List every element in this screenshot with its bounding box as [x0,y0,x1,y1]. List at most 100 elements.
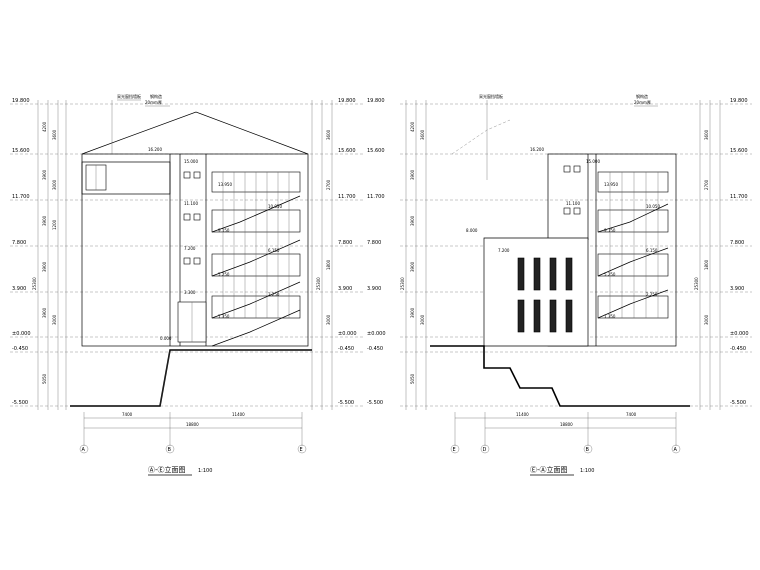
floor-mark: 11.100 [184,201,198,206]
level-label: 3.900 [367,286,381,292]
stair-mark: 1.350 [218,314,230,319]
dim-text: 1800 [326,259,331,270]
axis-label: E [453,447,456,453]
axis-label: A [674,447,678,453]
level-label: -5.500 [12,400,28,406]
dim-text: 3000 [326,314,331,325]
left-stair-flights [211,195,301,347]
dim-text: 3600 [326,129,331,140]
right-floor-marks: 15.000 11.100 7.200 8.000 13.950 10.050 … [466,147,660,319]
level-label: -0.450 [12,346,28,352]
stair-mark: 6.150 [646,248,658,253]
level-label: -5.500 [338,400,354,406]
dim-text: 7400 [122,412,133,417]
dim-text: 3600 [52,129,57,140]
level-label: 11.700 [730,194,748,200]
dim-text: 3600 [704,129,709,140]
dim-text: 11400 [516,412,529,417]
level-label: 15.600 [367,148,385,154]
floor-mark: 7.200 [184,246,196,251]
level-label: 15.600 [338,148,356,154]
level-label: 19.800 [12,98,30,104]
level-label: 15.600 [730,148,748,154]
level-label: 3.900 [338,286,352,292]
dim-text: 2700 [326,179,331,190]
level-label: -0.450 [730,346,746,352]
dim-text: 3000 [704,314,709,325]
right-window-grid [597,171,669,319]
dim-text: 3000 [52,314,57,325]
level-label: 7.800 [367,240,381,246]
dim-text: 4200 [42,121,47,132]
level-label: -0.450 [338,346,354,352]
left-small-windows [177,171,207,343]
view-title: Ⓔ-Ⓐ立面图 [530,465,568,474]
view-title: Ⓐ-Ⓔ立面图 [148,465,186,474]
dim-text: 4200 [410,121,415,132]
dim-text: 1200 [52,219,57,230]
stair-mark: 10.050 [646,204,660,209]
stair-mark: 6.150 [268,248,280,253]
left-axis-bubbles: A B E [79,444,307,454]
dim-text: 3900 [42,169,47,180]
left-terrain [70,349,312,407]
level-label: 7.800 [338,240,352,246]
stair-mark: 2.250 [646,292,658,297]
floor-mark: 11.100 [566,201,580,206]
stair-mark: 5.250 [604,272,616,277]
right-terrain [430,345,690,407]
level-label: ±0.000 [338,331,357,337]
level-label: 11.700 [367,194,385,200]
left-elevation: 19.800 15.600 11.700 7.800 3.900 ±0.000 … [10,93,365,476]
level-label: 7.800 [730,240,744,246]
right-bottom-dims: 11400 7400 18800 [454,412,677,446]
floor-mark: 15.000 [586,159,600,164]
stair-mark: 9.150 [218,228,230,233]
note: 钢构造 [636,93,648,99]
right-strip-windows [517,257,573,333]
left-title: Ⓐ-Ⓔ立面图 1:100 [148,465,212,476]
wall-mark: 7.200 [498,248,510,253]
stair-mark: 1.350 [604,314,616,319]
axis-label: E [300,447,303,453]
level-label: -0.450 [367,346,383,352]
left-level-lines [10,103,365,407]
dim-text: 1800 [704,259,709,270]
right-axis-bubbles: E D B A [450,444,681,454]
left-level-labels-right: 19.800 15.600 11.700 7.800 3.900 ±0.000 … [338,98,357,406]
level-label: -5.500 [367,400,383,406]
dim-text: 3900 [410,261,415,272]
total-height: 25300 [400,277,405,290]
right-title: Ⓔ-Ⓐ立面图 1:100 [530,465,594,476]
dim-text: 7400 [626,412,637,417]
dim-text: 3900 [410,307,415,318]
left-level-labels-left: 19.800 15.600 11.700 7.800 3.900 ±0.000 … [12,98,31,406]
level-label: 3.900 [730,286,744,292]
stair-mark: 5.250 [218,272,230,277]
dim-text: 5050 [42,373,47,384]
note: 20mm厚 [145,100,162,105]
stair-mark: 9.150 [604,228,616,233]
level-label: 19.800 [367,98,385,104]
left-bottom-dims: 7400 11400 18800 [83,412,303,446]
roof-gable [81,111,309,155]
view-scale: 1:100 [580,468,594,474]
dim-text: 3900 [42,307,47,318]
right-level-labels-left: 19.800 15.600 11.700 7.800 3.900 ±0.000 … [367,98,386,406]
dim-text: 3000 [52,179,57,190]
right-notes: 采光窗挡墙板 钢构造 20mm厚 [479,93,658,180]
stair-mark: 10.050 [268,204,282,209]
floor-mark: 15.000 [184,159,198,164]
floor-mark: 0.000 [160,336,172,341]
floor-mark: 3.300 [184,290,196,295]
level-label: ±0.000 [730,331,749,337]
right-small-windows [563,165,581,215]
front-block [483,237,589,347]
right-elevation: 19.800 15.600 11.700 7.800 3.900 ±0.000 … [367,93,752,476]
dim-text: 11400 [232,412,245,417]
axis-label: A [82,447,86,453]
right-stair-flights [597,203,669,319]
axis-label: D [483,447,487,453]
left-window-grid [211,171,301,319]
